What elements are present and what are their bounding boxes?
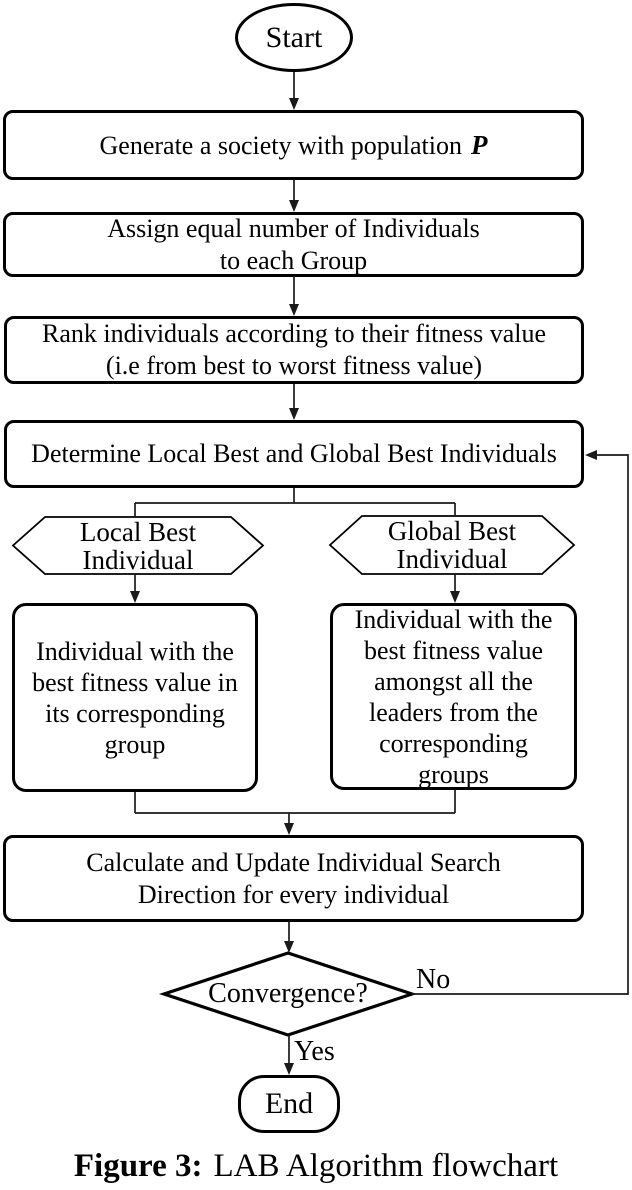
global-desc-line-3: amongst all the	[374, 666, 533, 696]
global-best-line-2: Individual	[396, 544, 508, 574]
calculate-line-1: Calculate and Update Individual Search	[86, 847, 501, 877]
global-best-desc-box: Individual with the best fitness value a…	[330, 603, 577, 790]
global-desc-line-5: corresponding	[379, 728, 528, 758]
figure-caption-number: Figure 3:	[73, 1148, 203, 1184]
arrowhead-feedback-determine	[585, 450, 597, 460]
convergence-label: Convergence?	[208, 978, 368, 1009]
global-desc-line-4: leaders from the	[369, 697, 538, 727]
rank-line-2: (i.e from best to worst fitness value)	[105, 351, 483, 380]
arrowhead-generate	[289, 98, 299, 110]
calculate-update-box: Calculate and Update Individual Search D…	[3, 835, 584, 922]
start-node: Start	[235, 3, 353, 72]
assign-line-1: Assign equal number of Individuals	[107, 213, 480, 243]
assign-line-2: to each Group	[219, 245, 368, 275]
local-best-hexagon-shape	[11, 516, 265, 575]
convergence-diamond: Convergence?	[164, 953, 412, 1035]
calculate-line-2: Direction for every individual	[137, 879, 450, 909]
generate-society-text: Generate a society with population	[99, 130, 462, 160]
end-label: End	[264, 1087, 314, 1120]
local-desc-line-1: Individual with the	[36, 636, 234, 666]
assign-individuals-box: Assign equal number of Individuals to ea…	[3, 212, 584, 277]
local-best-line-1: Local Best	[79, 516, 197, 547]
local-desc-line-3: its corresponding	[45, 698, 225, 728]
arrowhead-determine	[289, 408, 299, 420]
no-label: No	[416, 964, 451, 995]
figure-caption: Figure 3: LAB Algorithm flowchart	[0, 1148, 632, 1184]
local-desc-line-2: best fitness value in	[32, 667, 238, 697]
global-best-line-1: Global Best	[387, 516, 517, 546]
figure-caption-text: LAB Algorithm flowchart	[213, 1148, 559, 1184]
arrowhead-global-desc	[450, 591, 460, 603]
arrowhead-assign	[289, 200, 299, 212]
determine-best-label: Determine Local Best and Global Best Ind…	[31, 439, 557, 468]
local-best-desc-box: Individual with the best fitness value i…	[12, 603, 258, 792]
population-symbol: P	[470, 129, 488, 160]
local-best-hexagon: Local Best Individual	[13, 517, 263, 574]
global-desc-line-1: Individual with the	[354, 604, 553, 634]
global-best-hexagon-shape	[328, 515, 576, 575]
local-best-line-2: Individual	[82, 544, 194, 575]
yes-label: Yes	[294, 1036, 335, 1067]
edge-desc-merge-to-calculate	[134, 790, 456, 825]
arrowhead-convergence	[284, 941, 294, 953]
local-desc-line-4: group	[104, 729, 166, 759]
global-desc-line-2: best fitness value	[363, 635, 544, 665]
rank-line-1: Rank individuals according to their fitn…	[42, 319, 546, 348]
start-label: Start	[265, 20, 323, 54]
generate-society-label: Generate a society with population P	[100, 129, 488, 162]
convergence-diamond-shape	[158, 951, 418, 1037]
global-desc-line-6: groups	[418, 759, 489, 789]
edge-convergence-no-feedback	[412, 454, 629, 995]
end-node: End	[238, 1075, 340, 1133]
edge-determine-split-to-hexagons	[134, 488, 456, 517]
rank-individuals-box: Rank individuals according to their fitn…	[4, 316, 584, 384]
arrowhead-end	[284, 1063, 294, 1075]
generate-society-box: Generate a society with population P	[3, 110, 584, 180]
arrowhead-calculate	[284, 823, 294, 835]
arrowhead-local-desc	[130, 591, 140, 603]
arrowhead-rank	[289, 304, 299, 316]
determine-best-box: Determine Local Best and Global Best Ind…	[4, 420, 584, 488]
global-best-hexagon: Global Best Individual	[330, 516, 574, 574]
